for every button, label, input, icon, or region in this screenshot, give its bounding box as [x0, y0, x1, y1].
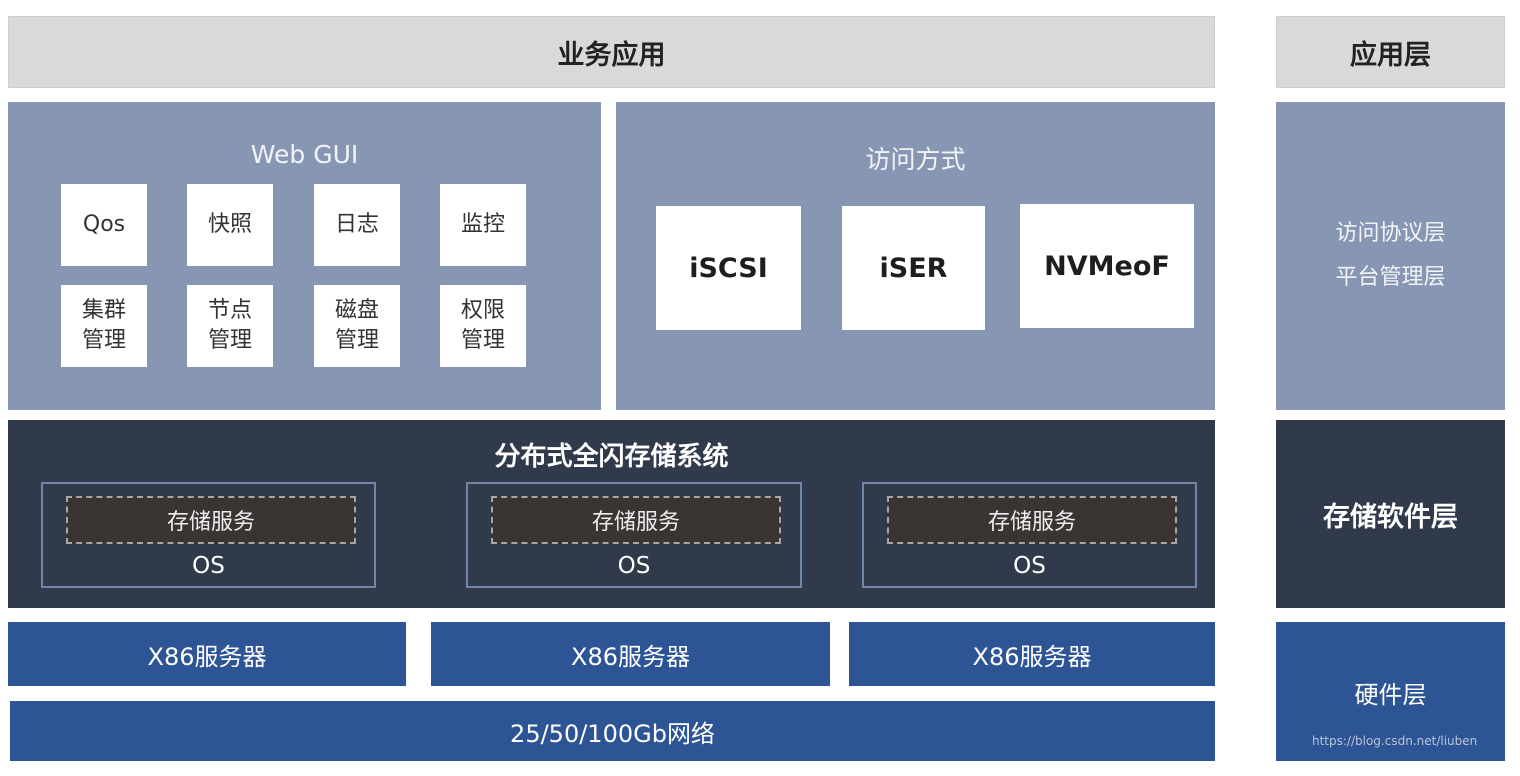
storage-system-title: 分布式全闪存储系统: [494, 441, 729, 472]
storage-service: 存储服务: [66, 496, 356, 544]
tile-log: 日志: [314, 184, 400, 266]
x86-server: X86服务器: [849, 622, 1215, 686]
protocol-nvmeof: NVMeoF: [1020, 204, 1194, 328]
web-gui-panel: Web GUI Qos 快照 日志 监控 集群管理 节点管理 磁盘管理 权限管理: [8, 102, 601, 410]
storage-node: 存储服务 OS: [41, 482, 376, 588]
tile-monitor: 监控: [440, 184, 526, 266]
business-application-label: 业务应用: [557, 39, 666, 71]
platform-management-layer-label: 平台管理层: [1335, 265, 1446, 290]
tile-snapshot: 快照: [187, 184, 273, 266]
business-application-header: 业务应用: [8, 16, 1215, 88]
tile-disk-management: 磁盘管理: [314, 285, 400, 367]
application-layer-label: 应用层: [1350, 39, 1431, 71]
watermark-url: https://blog.csdn.net/liuben: [1312, 734, 1478, 748]
protocol-iscsi: iSCSI: [656, 206, 801, 330]
hardware-layer: 硬件层 https://blog.csdn.net/liuben: [1276, 622, 1505, 761]
access-platform-layer: 访问协议层 平台管理层: [1276, 102, 1505, 410]
storage-service: 存储服务: [491, 496, 781, 544]
storage-software-layer: 存储软件层: [1276, 420, 1505, 608]
storage-software-layer-label: 存储软件层: [1323, 501, 1458, 533]
storage-system-panel: 分布式全闪存储系统 存储服务 OS 存储服务 OS 存储服务 OS: [8, 420, 1215, 608]
access-method-panel: 访问方式 iSCSI iSER NVMeoF: [616, 102, 1215, 410]
web-gui-title: Web GUI: [250, 139, 359, 169]
hardware-layer-label: 硬件层: [1354, 680, 1427, 709]
protocol-iser: iSER: [842, 206, 985, 330]
storage-node: 存储服务 OS: [862, 482, 1197, 588]
os-label: OS: [1013, 553, 1046, 579]
tile-node-management: 节点管理: [187, 285, 273, 367]
storage-node: 存储服务 OS: [466, 482, 802, 588]
access-method-title: 访问方式: [865, 145, 966, 174]
application-layer-header: 应用层: [1276, 16, 1505, 88]
access-protocol-layer-label: 访问协议层: [1335, 221, 1446, 246]
os-label: OS: [192, 553, 225, 579]
x86-server: X86服务器: [431, 622, 830, 686]
storage-service: 存储服务: [887, 496, 1177, 544]
tile-cluster-management: 集群管理: [61, 285, 147, 367]
os-label: OS: [617, 553, 651, 579]
tile-permission-management: 权限管理: [440, 285, 526, 367]
x86-server: X86服务器: [8, 622, 406, 686]
tile-qos: Qos: [61, 184, 147, 266]
network-bar: 25/50/100Gb网络: [10, 701, 1215, 761]
